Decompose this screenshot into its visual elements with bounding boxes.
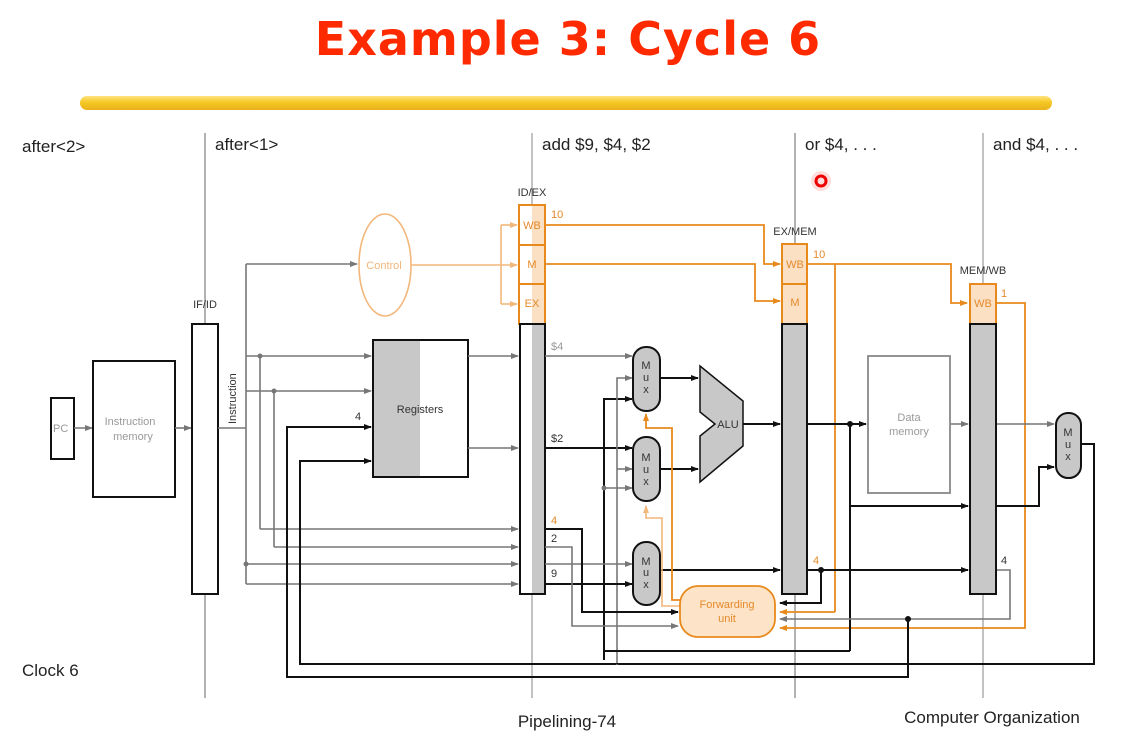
stage-label-mem: or $4, . . .	[805, 135, 877, 154]
svg-text:x: x	[643, 384, 649, 396]
control-pipeline-wires	[545, 224, 1026, 631]
svg-text:u: u	[1065, 439, 1071, 451]
instruction-memory-label-2: memory	[113, 431, 153, 443]
mem-stage-wires	[286, 421, 1095, 678]
clock-label: Clock 6	[22, 661, 79, 680]
id-ex-ex: EX	[525, 298, 540, 310]
title-underline	[80, 96, 1052, 110]
ex-mem-wb: WB	[786, 259, 804, 271]
svg-text:M: M	[641, 556, 650, 568]
svg-text:x: x	[1065, 451, 1071, 463]
id-ex-rt-label: 2	[551, 533, 557, 545]
id-ex-wb: WB	[523, 220, 541, 232]
svg-text:x: x	[643, 476, 649, 488]
data-memory	[867, 355, 951, 494]
registers-label: Registers	[397, 404, 444, 416]
instruction-memory-label-1: Instruction	[105, 416, 156, 428]
id-ex-m: M	[527, 259, 536, 271]
write-register-number: 4	[355, 411, 361, 423]
id-ex-rs-label: 4	[551, 515, 557, 527]
forwarding-unit	[679, 585, 776, 638]
reg-dst-mux: M u x	[632, 541, 661, 606]
svg-text:M: M	[641, 360, 650, 372]
mem-wb-rd-label: 4	[1001, 555, 1007, 567]
ex-mem-control: WB M 10	[781, 243, 825, 325]
pc-label: PC	[53, 423, 68, 435]
id-ex-control: WB M EX 10	[518, 204, 563, 325]
footer-page-label: Pipelining-74	[518, 712, 616, 731]
instruction-bus-label: Instruction	[227, 373, 239, 424]
ex-stage-wires	[545, 353, 781, 665]
forwarding-unit-label-2: unit	[718, 613, 736, 625]
slide-title: Example 3: Cycle 6	[314, 12, 822, 66]
alu-src-mux-a: M u x	[632, 346, 661, 412]
id-ex-control-value: 10	[551, 209, 563, 221]
stage-label-wb: and $4, . . .	[993, 135, 1078, 154]
ex-mem-m: M	[790, 297, 799, 309]
mem-wb-wb: WB	[974, 298, 992, 310]
instruction-memory	[92, 360, 176, 498]
if-id-label: IF/ID	[193, 299, 217, 311]
alu-label: ALU	[717, 419, 738, 431]
control-wires	[411, 222, 518, 307]
id-ex-rd-label: 9	[551, 568, 557, 580]
id-ex-label: ID/EX	[518, 187, 547, 199]
stage-dividers	[204, 133, 984, 698]
alu	[699, 364, 744, 484]
stage-label-id: after<1>	[215, 135, 278, 154]
mem-wb-control-value: 1	[1001, 288, 1007, 300]
rs-value-label: $4	[551, 341, 563, 353]
ex-mem-control-value: 10	[813, 249, 825, 261]
stage-label-if: after<2>	[22, 137, 85, 156]
svg-text:M: M	[641, 452, 650, 464]
ex-mem-label: EX/MEM	[773, 226, 816, 238]
svg-text:u: u	[643, 567, 649, 579]
stage-label-ex: add $9, $4, $2	[542, 135, 651, 154]
svg-text:M: M	[1063, 427, 1072, 439]
svg-text:x: x	[643, 579, 649, 591]
forwarding-unit-label-1: Forwarding	[699, 599, 754, 611]
mem-wb-label: MEM/WB	[960, 265, 1006, 277]
svg-text:u: u	[643, 372, 649, 384]
pointer-indicator	[811, 171, 831, 191]
svg-text:u: u	[643, 464, 649, 476]
if-id-register	[191, 323, 219, 595]
mem-wb-control: WB 1	[969, 283, 1007, 325]
mem-to-reg-mux: M u x	[1055, 412, 1082, 479]
data-memory-label-2: memory	[889, 426, 929, 438]
ex-mem-rd-label: 4	[813, 555, 819, 567]
mem-wb-register	[969, 323, 997, 595]
instruction-bus-wires	[218, 261, 519, 587]
control-label: Control	[366, 260, 401, 272]
data-memory-label-1: Data	[897, 412, 921, 424]
ex-mem-register	[781, 323, 808, 595]
rt-value-label: $2	[551, 433, 563, 445]
alu-src-mux-b: M u x	[632, 436, 661, 502]
footer-course-label: Computer Organization	[904, 708, 1080, 727]
